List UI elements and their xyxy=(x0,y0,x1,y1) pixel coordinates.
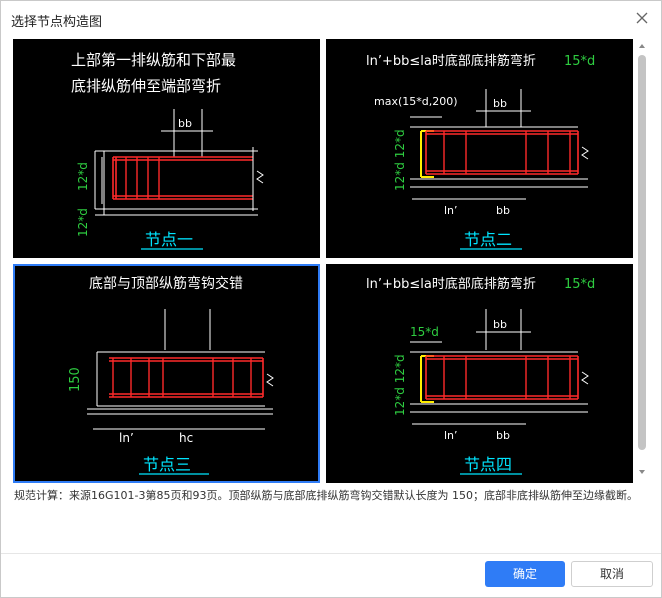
node-panel-3[interactable]: 底部与顶部纵筋弯钩交错 xyxy=(13,264,320,483)
panel4-12d: 12*d 12*d xyxy=(393,354,407,416)
panel4-title: ln’+bb≤la时底部底排筋弯折 xyxy=(366,276,536,292)
panel2-max-label: max(15*d,200) xyxy=(374,95,458,108)
panel4-bb-top: bb xyxy=(493,318,507,331)
dialog-title: 选择节点构造图 xyxy=(11,15,103,30)
panel3-150: 150 xyxy=(68,367,83,392)
panel4-ln: ln’ xyxy=(444,429,458,442)
panel2-bb-top: bb xyxy=(493,97,507,110)
panel4-bb-bottom: bb xyxy=(496,429,510,442)
panel2-caption: 节点二 xyxy=(464,230,512,249)
panel3-hc: hc xyxy=(179,431,193,445)
close-icon[interactable] xyxy=(631,7,653,29)
node-diagram-grid: 上部第一排纵筋和下部最 底排纵筋伸至端部弯折 bb xyxy=(13,39,633,483)
node-panel-1[interactable]: 上部第一排纵筋和下部最 底排纵筋伸至端部弯折 bb xyxy=(13,39,320,258)
panel1-caption: 节点一 xyxy=(145,230,193,249)
ok-button[interactable]: 确定 xyxy=(485,561,565,587)
panel1-12d-top: 12*d xyxy=(76,162,90,191)
node-panel-2[interactable]: ln’+bb≤la时底部底排筋弯折 15*d max(15*d,200) bb xyxy=(326,39,633,258)
panel1-title-line2: 底排纵筋伸至端部弯折 xyxy=(71,77,221,95)
title-bar: 选择节点构造图 xyxy=(1,1,661,35)
panel4-caption: 节点四 xyxy=(464,455,512,474)
footer-divider xyxy=(1,553,661,554)
panel2-bb-bottom: bb xyxy=(496,204,510,217)
panel3-ln: ln’ xyxy=(119,431,134,445)
node-panel-4[interactable]: ln’+bb≤la时底部底排筋弯折 15*d 15*d bb xyxy=(326,264,633,483)
vertical-scrollbar[interactable] xyxy=(635,39,649,479)
panel1-bb-label: bb xyxy=(178,117,192,130)
panel3-caption: 节点三 xyxy=(143,455,191,474)
panel2-12d: 12*d 12*d xyxy=(393,129,407,191)
cancel-button[interactable]: 取消 xyxy=(571,561,653,587)
panel2-title-suffix: 15*d xyxy=(564,54,595,69)
panel4-title-suffix: 15*d xyxy=(564,277,595,292)
panel2-title: ln’+bb≤la时底部底排筋弯折 xyxy=(366,53,536,69)
scroll-up-icon[interactable] xyxy=(637,41,647,51)
rule-note: 规范计算：来源16G101-3第85页和93页。顶部纵筋与底部底排纵筋弯钩交错默… xyxy=(14,489,638,502)
scroll-thumb[interactable] xyxy=(638,55,646,450)
scroll-down-icon[interactable] xyxy=(637,467,647,477)
panel2-ln: ln’ xyxy=(444,204,458,217)
panel1-12d-bottom: 12*d xyxy=(76,208,90,237)
panel1-title-line1: 上部第一排纵筋和下部最 xyxy=(71,51,236,69)
panel3-title: 底部与顶部纵筋弯钩交错 xyxy=(89,275,243,292)
panel4-15d: 15*d xyxy=(410,325,439,339)
